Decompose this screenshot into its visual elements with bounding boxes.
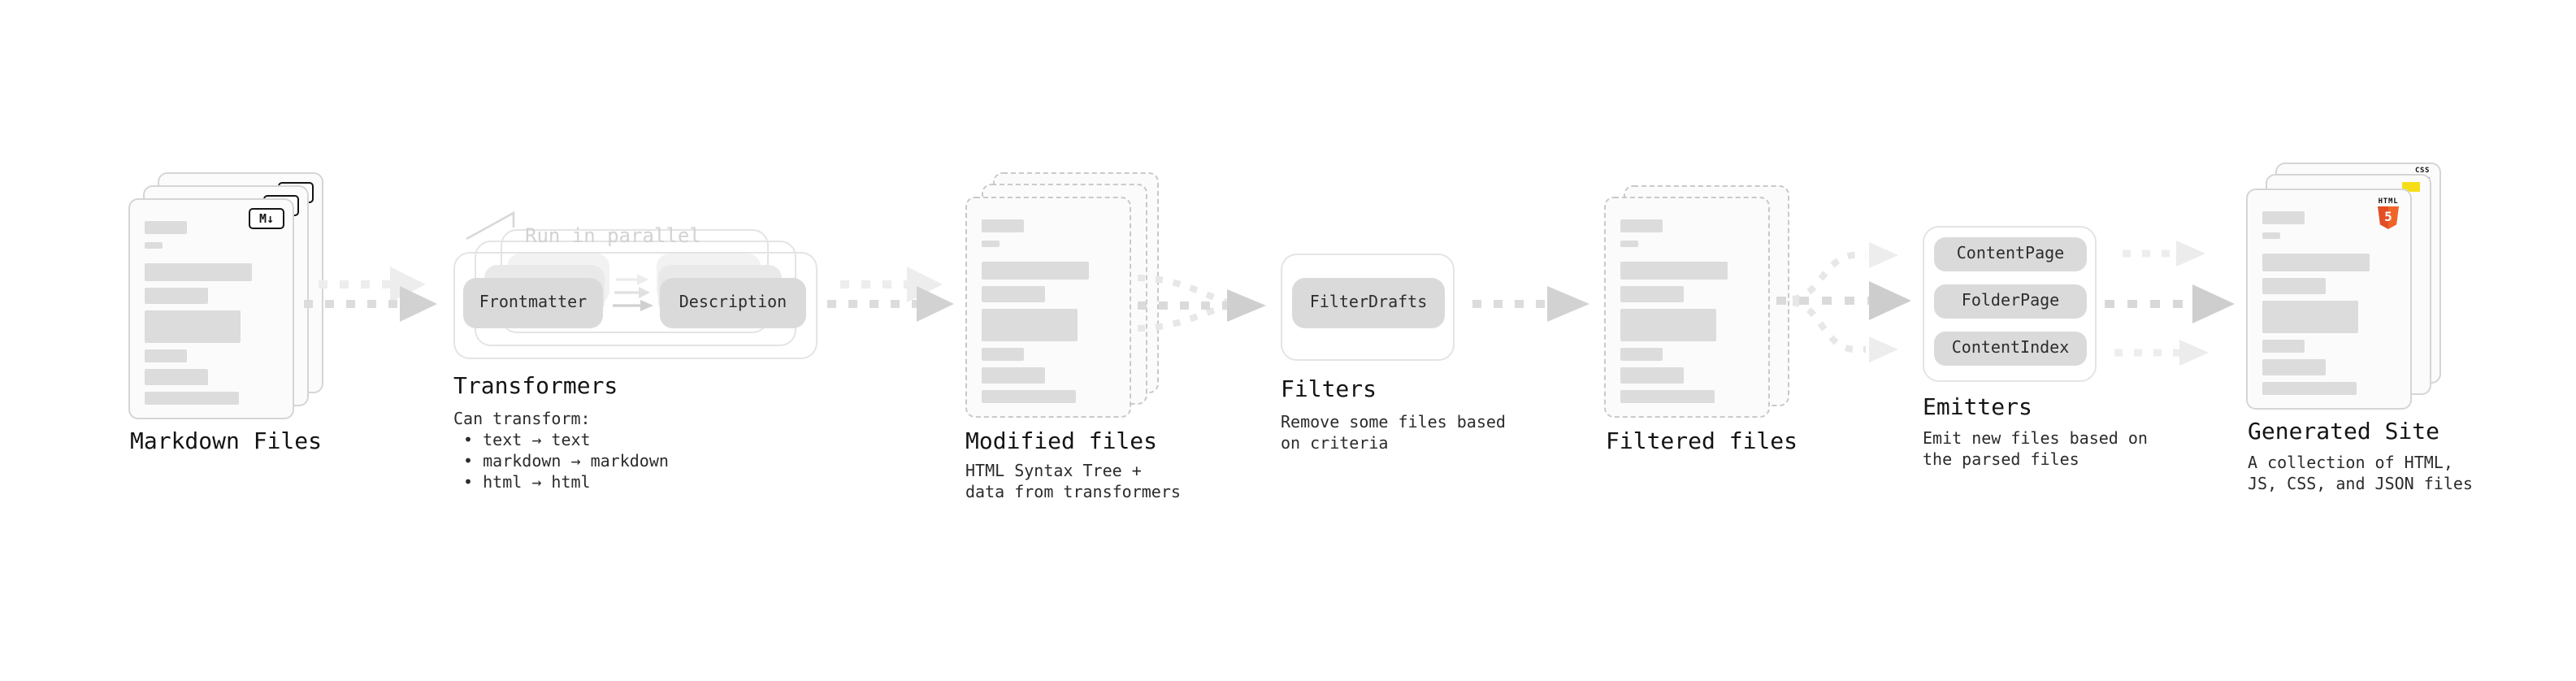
filters-frame: [1281, 254, 1455, 361]
filters-description: Remove some files based on criteria: [1281, 414, 1506, 453]
doc-content-bar: [145, 392, 240, 405]
filter-pill-filterdrafts: FilterDrafts: [1292, 278, 1445, 328]
doc-content-bar: [982, 219, 1024, 232]
doc-content-bar: [2262, 359, 2326, 375]
emitter-pill-contentpage: ContentPage: [1934, 237, 2087, 271]
doc-content-bar: [2262, 382, 2357, 395]
doc-content-bar: [1620, 348, 1663, 361]
markdown-file-page-front: M↓: [128, 198, 294, 419]
document-content-placeholder: [2262, 211, 2394, 395]
doc-content-bar: [145, 288, 208, 304]
doc-content-bar: [2262, 254, 2370, 271]
doc-content-bar: [982, 241, 1000, 247]
generated-page-html: HTML 5: [2246, 189, 2412, 410]
doc-content-bar: [982, 309, 1078, 341]
doc-content-bar: [2262, 232, 2280, 239]
arrow-emitters-to-generated-top: [2123, 241, 2205, 267]
doc-content-bar: [982, 390, 1077, 403]
emitters-frame: [1923, 226, 2097, 382]
html5-icon-word: HTML: [2378, 198, 2399, 206]
emitters-description: Emit new files based on the parsed files: [1923, 431, 2148, 470]
doc-content-bar: [982, 367, 1045, 384]
arrow-emitters-to-generated-bottom: [2114, 340, 2209, 366]
doc-content-bar: [1620, 262, 1728, 280]
doc-content-bar: [1620, 390, 1715, 403]
filtered-file-page-front: [1604, 197, 1770, 418]
transformer-pill-description: Description: [660, 278, 806, 328]
doc-content-bar: [982, 286, 1045, 302]
doc-content-bar: [145, 369, 208, 385]
doc-content-bar: [145, 221, 187, 234]
transformer-pill-frontmatter: Frontmatter: [463, 278, 603, 328]
markdown-icon: M↓: [249, 208, 284, 229]
document-content-placeholder: [982, 219, 1113, 403]
transformer-frame-front: [453, 252, 817, 359]
arrow-emitters-to-generated-middle: [2105, 284, 2235, 323]
modified-files-description: HTML Syntax Tree + data from transformer…: [965, 463, 1181, 502]
arrow-markdown-to-transformers-ghost: [319, 267, 426, 302]
doc-content-bar: [2262, 278, 2326, 294]
emitter-pill-contentindex: ContentIndex: [1934, 332, 2087, 366]
stage-label-filters: Filters: [1281, 377, 1377, 403]
arrow-transformers-to-modified-ghost: [840, 267, 943, 302]
doc-content-bar: [2262, 301, 2359, 333]
doc-content-bar: [145, 310, 241, 343]
doc-content-bar: [145, 242, 163, 249]
stage-label-transformers: Transformers: [453, 374, 618, 400]
document-content-placeholder: [145, 221, 276, 405]
doc-content-bar: [1620, 286, 1684, 302]
doc-content-bar: [982, 348, 1024, 361]
doc-content-bar: [1620, 219, 1663, 232]
generated-site-description: A collection of HTML, JS, CSS, and JSON …: [2248, 455, 2473, 494]
doc-content-bar: [1620, 367, 1684, 384]
doc-content-bar: [1620, 309, 1717, 341]
doc-content-bar: [145, 349, 187, 362]
stage-label-markdown-files: Markdown Files: [130, 429, 323, 455]
doc-content-bar: [1620, 241, 1638, 247]
doc-content-bar: [2262, 211, 2305, 224]
html5-icon: HTML 5: [2376, 198, 2400, 229]
run-in-parallel-annotation: Run in parallel: [525, 224, 701, 247]
transformers-description: Can transform: • text → text • markdown …: [453, 411, 669, 492]
stage-label-modified-files: Modified files: [965, 429, 1158, 455]
stage-label-emitters: Emitters: [1923, 395, 2032, 421]
arrow-transformers-to-modified: [827, 286, 954, 322]
stage-label-filtered-files: Filtered files: [1606, 429, 1798, 455]
modified-file-page-front: [965, 197, 1131, 418]
arrow-filtered-to-emitters: [1776, 242, 1911, 362]
document-content-placeholder: [1620, 219, 1752, 403]
doc-content-bar: [145, 263, 252, 281]
stage-label-generated-site: Generated Site: [2248, 419, 2440, 445]
emitter-pill-folderpage: FolderPage: [1934, 284, 2087, 319]
arrow-markdown-to-transformers: [304, 286, 437, 322]
doc-content-bar: [982, 262, 1089, 280]
doc-content-bar: [2262, 340, 2305, 353]
arrow-filters-to-filtered: [1472, 286, 1589, 322]
